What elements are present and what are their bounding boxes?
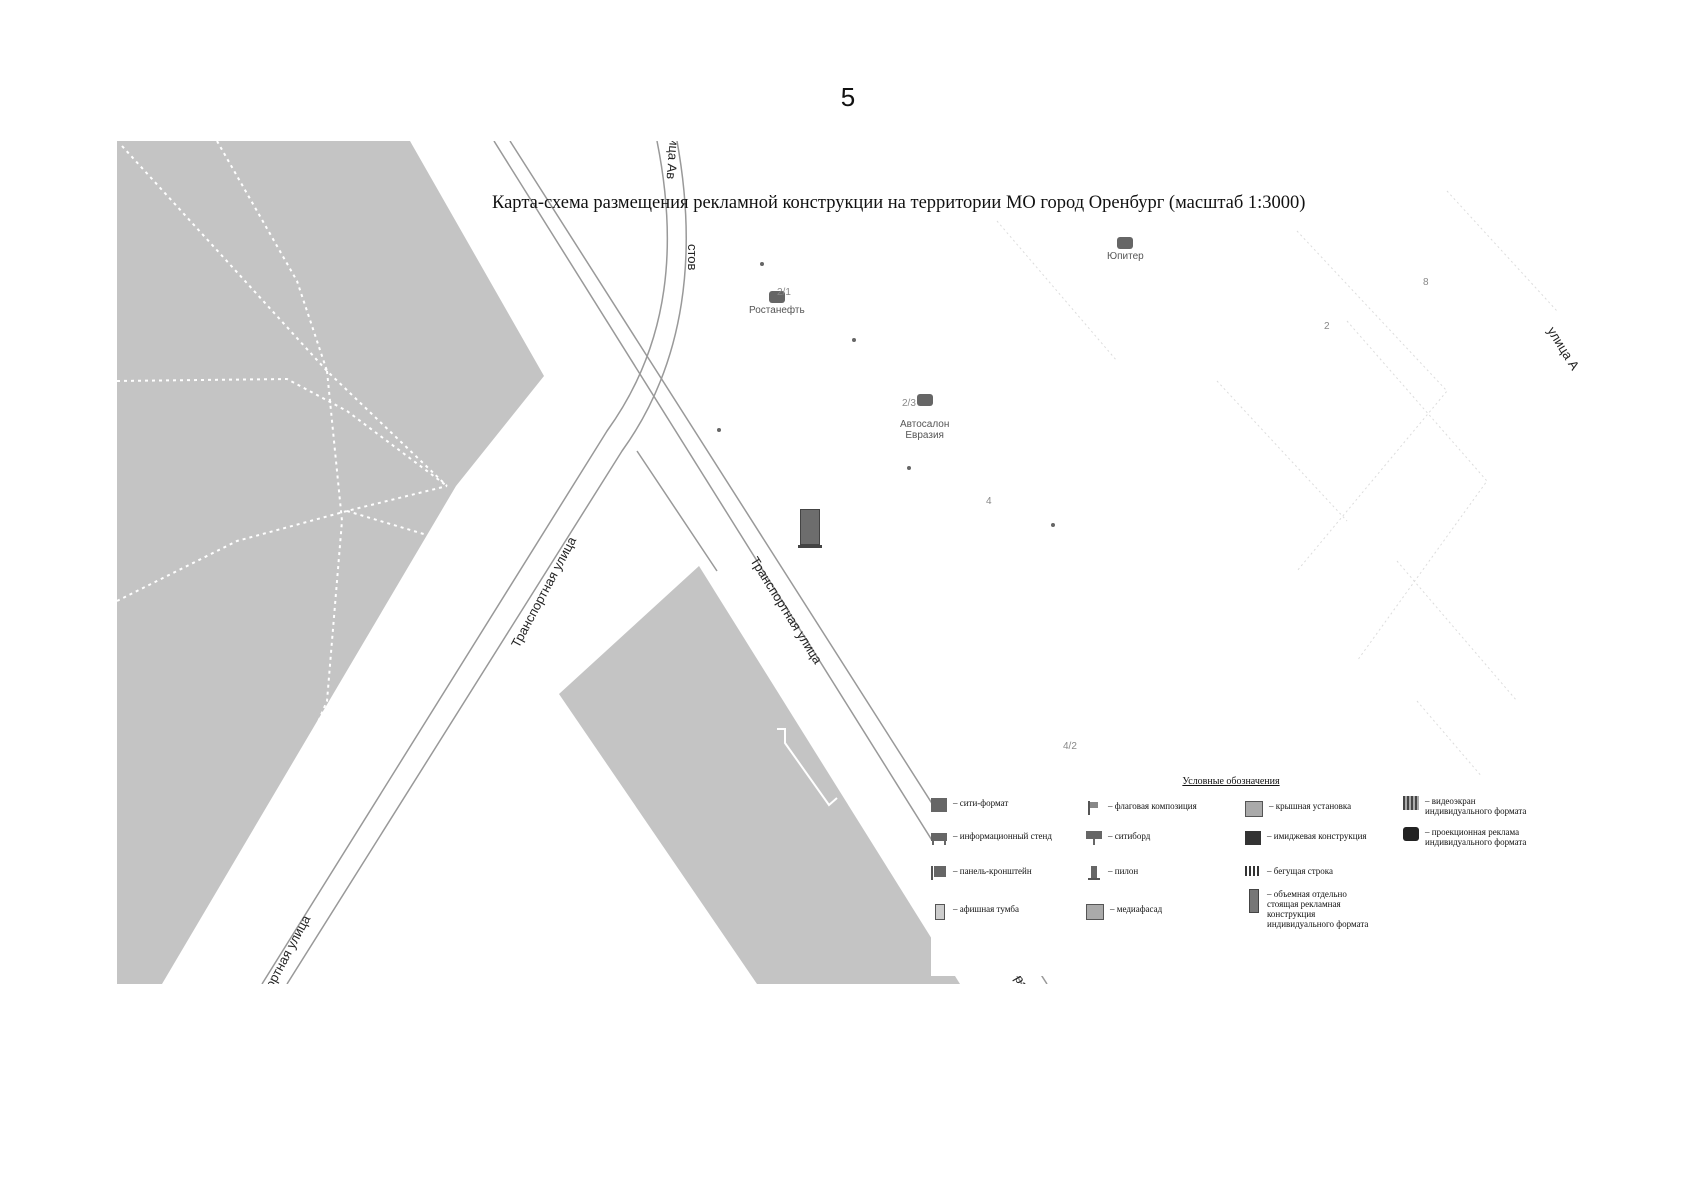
legend-item-image: – имиджевая конструкция [1245,831,1385,845]
poi-autosalon: Автосалон Евразия [900,383,949,441]
roof-installation-icon [1245,801,1263,817]
image-construction-icon [1245,831,1261,845]
legend-item-mediafacade: – медиафасад [1086,904,1228,920]
map-frame: Карта-схема размещения рекламной констру… [117,141,1583,984]
legend-item-pylon: – пилон [1086,866,1226,880]
advertising-construction-marker [798,509,822,548]
video-screen-icon [1403,796,1419,810]
gas-station-icon [768,291,785,303]
building-number: 4/2 [1063,741,1077,752]
legend: Условные обозначения – сити-формат – фла… [931,776,1581,976]
poi-rostaneft-number: 2/1 [777,287,791,298]
map-canvas [117,141,1558,984]
legend-title: Условные обозначения [1182,776,1280,787]
city-format-icon [931,798,947,812]
gray-territory-left [117,141,544,984]
building-number: 8 [1423,277,1429,288]
poi-rostaneft-label: Ростанефть [749,305,805,316]
building-number: 4 [986,496,992,507]
legend-item-flag: – флаговая композиция [1086,801,1226,815]
legend-item-poster: – афишная тумба [931,904,1071,920]
car-icon [1117,237,1134,249]
map-title: Карта-схема размещения рекламной констру… [492,193,1306,213]
poi-rostaneft: Ростанефть [749,291,805,316]
car-icon [916,394,933,406]
poi-yupiter: Юпитер [1107,237,1144,262]
page-number: 5 [840,82,856,112]
map-dots [717,262,1055,527]
projection-icon [1403,827,1419,841]
poster-pillar-icon [931,904,947,920]
legend-item-video: – видеоэкран индивидуального формата [1403,796,1575,816]
legend-item-roof: – крышная установка [1245,801,1387,817]
building-number: 2 [1324,321,1330,332]
gray-territory-bottom [559,566,960,984]
legend-item-info-stand: – информационный стенд [931,831,1071,845]
background-blocks [996,190,1558,842]
mediafacade-icon [1086,904,1104,920]
running-line-icon [1245,866,1261,876]
building-outline [777,728,838,807]
legend-item-panel: – панель-кронштейн [931,866,1071,880]
legend-item-city-format: – сити-формат [931,798,1071,812]
flag-icon [1086,801,1102,815]
volumetric-icon [1245,889,1261,913]
footpaths [117,141,448,842]
legend-item-cityboard: – ситиборд [1086,831,1226,845]
legend-item-ticker: – бегущая строка [1245,866,1385,876]
poi-autosalon-number: 2/3 [902,398,916,409]
panel-bracket-icon [931,866,947,880]
cityboard-icon [1086,831,1102,845]
street-label-stov: стов [685,244,700,271]
pylon-icon [1086,866,1102,880]
legend-item-volumetric: – объемная отдельно стоящая рекламная ко… [1245,889,1387,929]
legend-item-projection: – проекционная реклама индивидуального ф… [1403,827,1575,847]
poi-yupiter-label: Юпитер [1107,251,1144,262]
poi-autosalon-label: Автосалон Евразия [900,419,950,441]
info-stand-icon [931,831,947,845]
